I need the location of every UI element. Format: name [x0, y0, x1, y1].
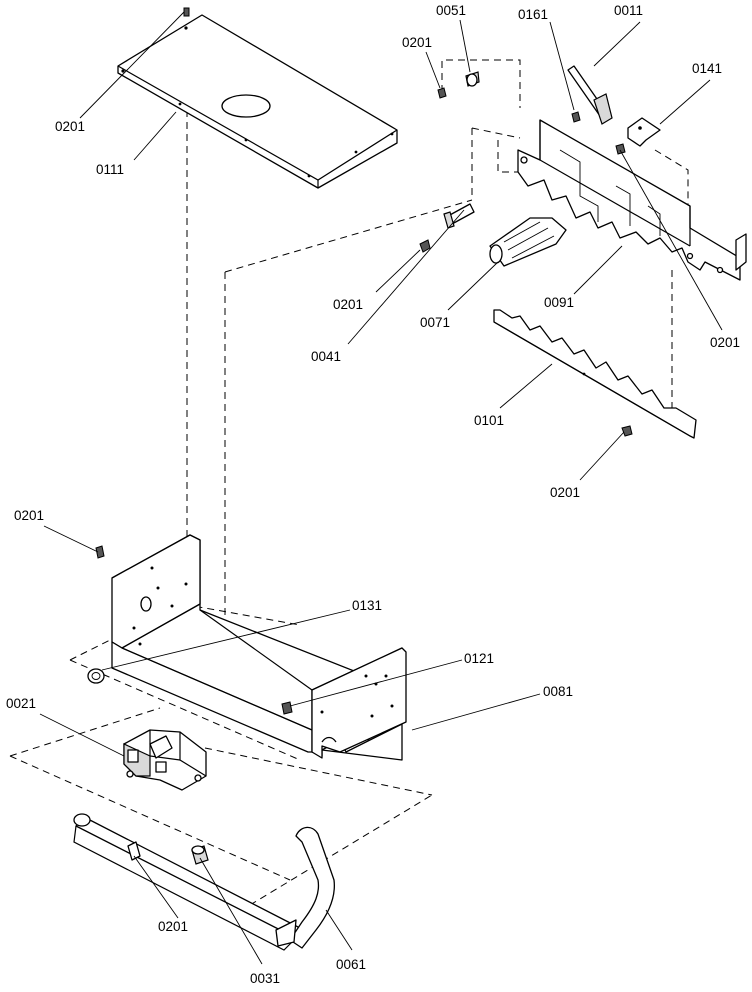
callout-0201-tube: 0201	[158, 919, 188, 934]
gas-valve-0021	[123, 729, 207, 791]
orifice-0051	[465, 71, 480, 87]
callout-0061: 0061	[336, 957, 366, 972]
screw-0201-upper	[437, 87, 447, 99]
manifold-tube-0061	[73, 813, 336, 951]
callout-0101: 0101	[474, 413, 504, 428]
callout-0201-upper: 0201	[402, 35, 432, 50]
callout-labels: 0201 0111 0201 0051 0161 0011 0141 0201 …	[6, 3, 740, 986]
screw-0201-bracket	[615, 143, 626, 155]
screw-0161	[571, 111, 581, 123]
callout-0031: 0031	[250, 971, 280, 986]
callout-0201-strip: 0201	[550, 485, 580, 500]
burner-0071	[489, 217, 567, 267]
callout-0141: 0141	[692, 61, 722, 76]
callout-0131: 0131	[352, 598, 382, 613]
callout-0201-base: 0201	[14, 508, 44, 523]
screw-0201-base	[95, 545, 105, 559]
fitting-0031	[191, 845, 209, 865]
screw-0121	[281, 701, 293, 715]
callout-0011: 0011	[614, 3, 643, 18]
assembly-dashed-lines	[9, 59, 689, 906]
callout-0071: 0071	[420, 315, 450, 330]
grommet-0131	[87, 668, 105, 684]
callout-0111: 0111	[96, 162, 124, 177]
screw-0201-strip	[621, 425, 633, 437]
callout-0041: 0041	[311, 349, 341, 364]
callout-0021: 0021	[6, 696, 36, 711]
leader-lines	[39, 11, 723, 965]
callout-0201-pilot: 0201	[333, 297, 363, 312]
screw-0201-pilot	[419, 239, 431, 253]
base-pan-0081	[111, 534, 407, 761]
strip-0101	[493, 309, 697, 439]
bracket-0141	[627, 117, 661, 147]
callout-0201-bracket: 0201	[710, 335, 740, 350]
callout-0121: 0121	[464, 651, 494, 666]
callout-0161: 0161	[518, 7, 548, 22]
callout-0081: 0081	[543, 684, 573, 699]
callout-0051: 0051	[436, 3, 466, 18]
top-plate-0111	[117, 14, 398, 189]
callout-0091: 0091	[544, 295, 574, 310]
screw-0201-top-plate	[183, 7, 190, 17]
burner-bracket-0091	[517, 119, 747, 281]
callout-0201-top-plate: 0201	[55, 119, 85, 134]
electrode-0011	[567, 65, 613, 125]
